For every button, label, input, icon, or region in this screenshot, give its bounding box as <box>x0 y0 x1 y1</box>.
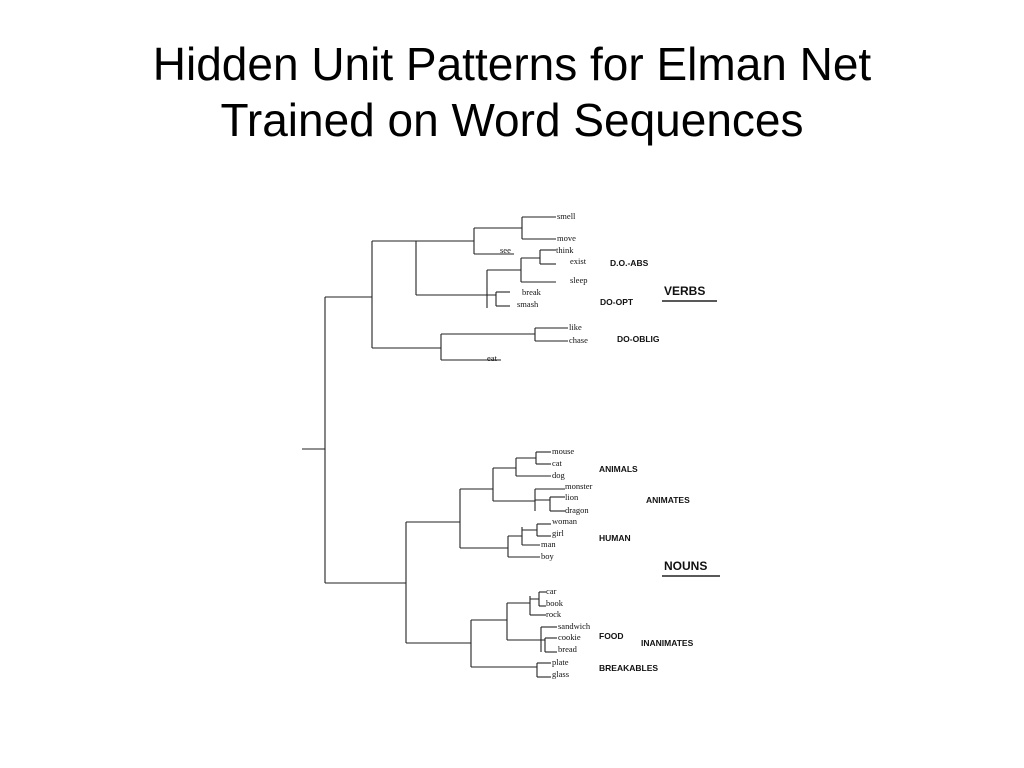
slide-title: Hidden Unit Patterns for Elman Net Train… <box>0 36 1024 148</box>
lion-dragon-branch <box>535 497 551 511</box>
word-label: mouse <box>552 446 574 456</box>
group-label-food: FOOD <box>599 631 624 641</box>
word-label: smash <box>517 299 539 309</box>
word-label: rock <box>546 609 562 619</box>
animates-branch <box>406 489 461 548</box>
group-label-breakables: BREAKABLES <box>599 663 658 673</box>
mouse-cat-branch <box>516 452 537 464</box>
word-label: sleep <box>570 275 587 285</box>
group-labels: D.O.-ABS DO-OPT DO-OBLIG ANIMALS ANIMATE… <box>599 258 694 673</box>
category-label-verbs: VERBS <box>664 284 705 298</box>
word-label: move <box>557 233 576 243</box>
word-label: woman <box>552 516 578 526</box>
word-label: girl <box>552 528 564 538</box>
nouns-branch <box>325 522 407 643</box>
word-label: break <box>522 287 542 297</box>
word-label: car <box>546 586 557 596</box>
group-label-human: HUMAN <box>599 533 631 543</box>
category-labels: VERBS NOUNS <box>662 284 720 577</box>
word-label: exist <box>570 256 587 266</box>
word-label: think <box>556 245 574 255</box>
title-line-1: Hidden Unit Patterns for Elman Net <box>152 38 872 90</box>
word-label: glass <box>552 669 569 679</box>
word-label: book <box>546 598 564 608</box>
woman-girl-man-branch <box>508 527 523 545</box>
car-book-rock-branch <box>507 596 531 615</box>
think-exist-branch <box>521 250 541 264</box>
food-branch <box>507 627 542 652</box>
word-label: see <box>500 245 511 255</box>
word-label: plate <box>552 657 569 667</box>
car-book-branch <box>530 592 540 606</box>
smell-see-branch <box>416 228 475 254</box>
do-branch <box>416 270 488 308</box>
word-label: monster <box>565 481 593 491</box>
verbs-upper-branch <box>372 240 417 295</box>
group-label-animates: ANIMATES <box>646 495 690 505</box>
title-line-2: Trained on Word Sequences <box>220 94 804 146</box>
inanimates-branch <box>406 620 472 667</box>
monster-group-branch <box>493 489 536 511</box>
animals-branch <box>493 458 517 476</box>
oblig-branch <box>372 334 442 360</box>
word-label: smell <box>557 211 576 221</box>
breakables-branch <box>471 663 538 677</box>
group-label-do-oblig: DO-OBLIG <box>617 334 660 344</box>
like-chase-branch <box>441 328 536 341</box>
word-label: chase <box>569 335 588 345</box>
category-label-nouns: NOUNS <box>664 559 707 573</box>
group-label-inanimates: INANIMATES <box>641 638 694 648</box>
word-labels: smell move see think exist sleep break s… <box>487 211 593 679</box>
word-label: sandwich <box>558 621 591 631</box>
nonhuman-branch <box>460 468 494 501</box>
word-label: like <box>569 322 582 332</box>
dendrogram-branches <box>302 216 568 678</box>
word-label: lion <box>565 492 579 502</box>
word-label: bread <box>558 644 578 654</box>
word-label: eat <box>487 353 498 363</box>
human-branch <box>460 536 509 557</box>
group-label-do-opt: DO-OPT <box>600 297 634 307</box>
smell-move-branch <box>474 217 523 239</box>
verbs-branch <box>325 241 373 348</box>
word-label: cat <box>552 458 563 468</box>
break-smash-branch <box>487 292 497 306</box>
car-food-branch <box>471 603 508 640</box>
word-label: dog <box>552 470 566 480</box>
word-label: dragon <box>565 505 589 515</box>
cookie-bread-branch <box>541 638 546 652</box>
group-label-do-abs: D.O.-ABS <box>610 258 649 268</box>
word-label: cookie <box>558 632 581 642</box>
word-label: man <box>541 539 556 549</box>
group-label-animals: ANIMALS <box>599 464 638 474</box>
abs-branch <box>487 258 522 282</box>
word-label: boy <box>541 551 555 561</box>
woman-girl-branch <box>522 524 538 536</box>
